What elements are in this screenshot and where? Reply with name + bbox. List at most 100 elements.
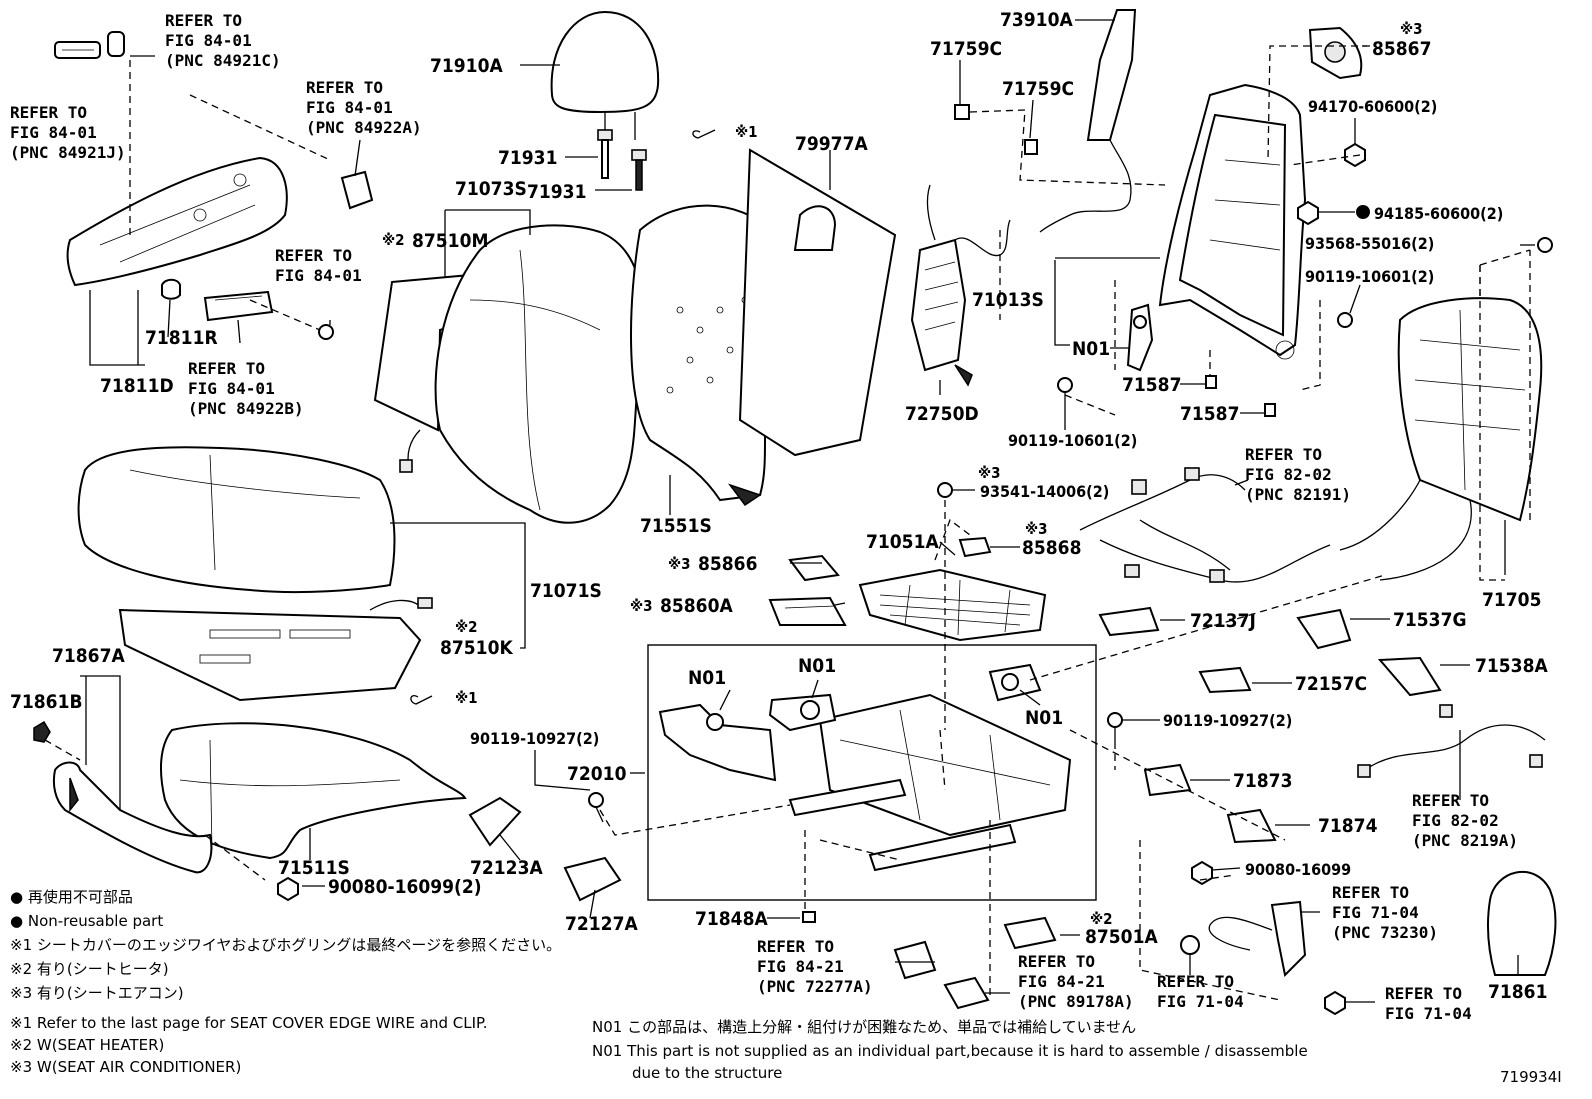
n01-motor-left-drawing[interactable] bbox=[658, 703, 777, 782]
clip-71759c-drawing[interactable] bbox=[954, 104, 1038, 155]
label-79977a: 79977A bbox=[795, 133, 868, 155]
switch-84922b[interactable] bbox=[203, 290, 274, 322]
label-71811r: 71811R bbox=[145, 327, 218, 349]
seatback-frame-drawing[interactable] bbox=[1158, 83, 1307, 360]
cover-72127a-drawing[interactable] bbox=[563, 856, 622, 902]
label-72157c: 72157C bbox=[1295, 673, 1367, 695]
label-71811d: 71811D bbox=[100, 375, 174, 397]
sensor-87501a-drawing[interactable] bbox=[1003, 916, 1057, 950]
bracket-71538a-drawing[interactable] bbox=[1377, 656, 1442, 697]
n01-motor-right-drawing[interactable] bbox=[988, 663, 1042, 702]
label-85860a-mark: ※3 bbox=[630, 597, 653, 615]
part-72277a-drawing[interactable] bbox=[893, 940, 937, 980]
label-93541: 93541-14006(2) bbox=[980, 482, 1109, 501]
lumbar-support-drawing[interactable] bbox=[910, 184, 1011, 387]
switch-84922a[interactable] bbox=[340, 170, 374, 210]
nut-71-04-drawing[interactable] bbox=[1324, 990, 1346, 1016]
part-89178a-drawing[interactable] bbox=[943, 976, 990, 1010]
note-2-ja: ※2 有り(シートヒータ) bbox=[10, 960, 169, 978]
refer-84922b: REFER TO FIG 84-01 (PNC 84922B) bbox=[188, 359, 304, 418]
blower-85860a-drawing[interactable] bbox=[768, 596, 847, 626]
small-knob-84921j[interactable] bbox=[54, 41, 101, 59]
note-n01-en-2: due to the structure bbox=[632, 1064, 782, 1082]
part-labels: 71910A 71931 71931 71073S ※2 87510M 7155… bbox=[10, 9, 1562, 1086]
bolt-93568-drawing[interactable] bbox=[1537, 237, 1553, 253]
screw-93541-drawing[interactable] bbox=[937, 482, 953, 498]
nut-94185-drawing[interactable] bbox=[1297, 200, 1319, 226]
screw-84-01[interactable] bbox=[318, 324, 334, 340]
label-72750d: 72750D bbox=[905, 403, 979, 425]
cover-72123a-drawing[interactable] bbox=[468, 796, 522, 847]
refer-72277a: REFER TO FIG 84-21 (PNC 72277A) bbox=[757, 937, 873, 996]
legend-nonreusable-en: ● Non-reusable part bbox=[10, 912, 163, 930]
refer-71-04-a: REFER TO FIG 71-04 bbox=[1157, 972, 1244, 1011]
nut-94170-drawing[interactable] bbox=[1344, 142, 1366, 168]
shield-knob-drawing[interactable] bbox=[161, 278, 181, 300]
label-71910a: 71910A bbox=[430, 55, 503, 77]
wire-harness-8219a-drawing[interactable] bbox=[1357, 704, 1546, 778]
duct-85868-drawing[interactable] bbox=[958, 536, 992, 558]
label-71511s: 71511S bbox=[278, 857, 350, 879]
label-71587-2: 71587 bbox=[1180, 403, 1239, 425]
refer-8219a: REFER TO FIG 82-02 (PNC 8219A) bbox=[1412, 791, 1518, 850]
cushion-heater-drawing[interactable] bbox=[118, 597, 433, 702]
label-87510k: 87510K bbox=[440, 637, 513, 659]
small-knob-84921c[interactable] bbox=[107, 31, 125, 57]
seatback-board-drawing[interactable] bbox=[1339, 297, 1543, 581]
edge-wire-clip-icon bbox=[410, 695, 433, 705]
refer-84921c: REFER TO FIG 84-01 (PNC 84921C) bbox=[165, 11, 281, 70]
label-85860a: 85860A bbox=[660, 595, 733, 617]
bolt-90119-drawing[interactable] bbox=[1057, 312, 1353, 393]
nut-90080-left-drawing[interactable] bbox=[277, 876, 299, 902]
label-90119-10601-2: 90119-10601(2) bbox=[1305, 267, 1434, 286]
bracket-71874-drawing[interactable] bbox=[1226, 808, 1277, 844]
side-shield-drawing[interactable] bbox=[66, 156, 288, 287]
n01-recliner-motor-drawing[interactable] bbox=[1126, 303, 1154, 372]
label-71931-1: 71931 bbox=[498, 147, 557, 169]
label-71759c-1: 71759C bbox=[930, 38, 1002, 60]
seat-spring-drawing[interactable] bbox=[858, 568, 1047, 642]
adjuster-drawing[interactable] bbox=[788, 693, 1072, 872]
bracket-72137j-drawing[interactable] bbox=[1098, 606, 1160, 637]
front-trim-drawing[interactable] bbox=[52, 761, 213, 874]
wire-harness-82191-drawing[interactable] bbox=[1079, 467, 1331, 583]
label-85868-mark: ※3 bbox=[1025, 520, 1048, 538]
clip-71861b-drawing[interactable] bbox=[33, 720, 51, 743]
label-71759c-2: 71759C bbox=[1002, 78, 1074, 100]
label-90119-10927-left: 90119-10927(2) bbox=[470, 729, 599, 748]
clip-71587-drawing[interactable] bbox=[1205, 375, 1276, 417]
legend-nonreusable-ja: ● 再使用不可部品 bbox=[10, 888, 133, 906]
label-87501a: 87501A bbox=[1085, 926, 1158, 948]
headrest-guide-drawing[interactable] bbox=[597, 129, 647, 191]
drawing-number: 719934I bbox=[1500, 1068, 1562, 1086]
label-87501a-mark: ※2 bbox=[1090, 910, 1113, 928]
cushion-pad-drawing[interactable] bbox=[160, 722, 467, 860]
note-n01-ja: N01 この部品は、構造上分解・組付けが困難なため、単品では補給していません bbox=[592, 1018, 1136, 1036]
dashed-lines bbox=[44, 45, 1531, 1001]
bolt-90119-10927-left-drawing[interactable] bbox=[588, 792, 604, 823]
clip-71848a-drawing[interactable] bbox=[802, 911, 816, 923]
seat-fan-drawing[interactable] bbox=[1308, 26, 1363, 80]
blower-85866-drawing[interactable] bbox=[788, 554, 840, 582]
refer-73230: REFER TO FIG 71-04 (PNC 73230) bbox=[1332, 883, 1438, 942]
clip-71-04-drawing[interactable] bbox=[1180, 935, 1200, 955]
label-85867-mark: ※3 bbox=[1400, 20, 1423, 38]
seatbelt-buckle-drawing[interactable] bbox=[1208, 900, 1307, 978]
label-71848a: 71848A bbox=[695, 908, 768, 930]
lumbar-bar-drawing[interactable] bbox=[1039, 9, 1137, 233]
nut-90080-right-drawing[interactable] bbox=[1191, 860, 1213, 886]
bracket-71537g-drawing[interactable] bbox=[1296, 608, 1352, 650]
label-71873: 71873 bbox=[1233, 770, 1292, 792]
seatback-assembly-drawing[interactable] bbox=[434, 224, 645, 524]
n01-motor-mid-drawing[interactable] bbox=[768, 693, 837, 732]
cap-71861-drawing[interactable] bbox=[1486, 871, 1557, 976]
headrest-drawing[interactable] bbox=[550, 10, 660, 140]
cushion-assembly-drawing[interactable] bbox=[77, 446, 396, 594]
bolt-90119-10927-right-drawing[interactable] bbox=[1107, 712, 1123, 742]
note-n01-en-1: N01 This part is not supplied as an indi… bbox=[592, 1042, 1308, 1060]
bracket-72157c-drawing[interactable] bbox=[1198, 666, 1252, 694]
seatback-pad-drawing[interactable] bbox=[738, 148, 897, 457]
refer-84-01: REFER TO FIG 84-01 bbox=[275, 246, 362, 285]
label-71587-1: 71587 bbox=[1122, 374, 1181, 396]
